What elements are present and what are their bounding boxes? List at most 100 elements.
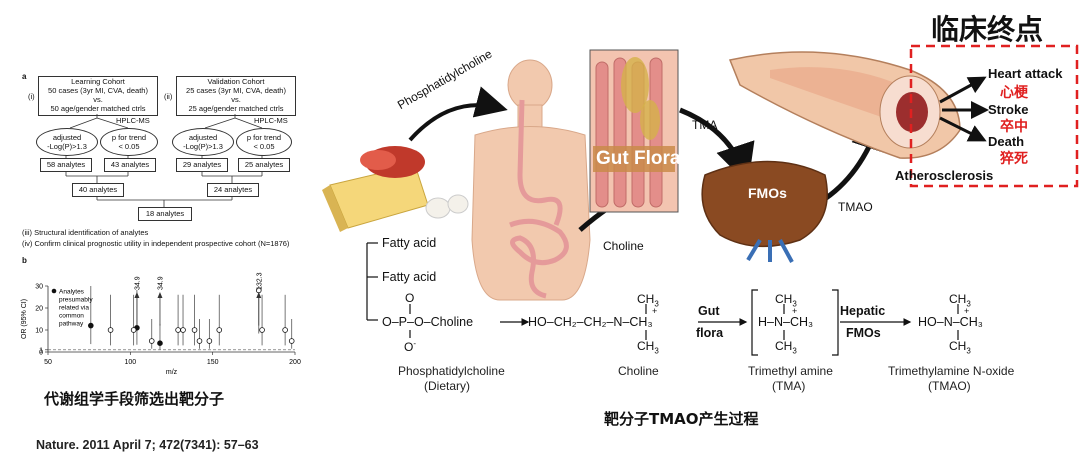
- outcome-box: [909, 44, 1079, 188]
- choline-formula: HO–CH₂–CH₂–N–CH₃: [528, 315, 653, 329]
- legend-text: presumably: [59, 297, 93, 304]
- data-point-filled: [88, 322, 94, 329]
- trend-text3: p for trend: [246, 133, 282, 142]
- phosphate-o-bottom: O-: [404, 339, 416, 354]
- data-point-open: [259, 327, 265, 333]
- data-point-open: [288, 338, 295, 344]
- ch-4: CH: [775, 339, 793, 353]
- learning-num: (i): [28, 92, 35, 101]
- cap-tma: Trimethyl amine: [748, 364, 833, 378]
- x-tick-label: 100: [124, 359, 136, 366]
- cap-tma-b: (TMA): [772, 379, 806, 393]
- outcome-heart-cn: 心梗: [1000, 85, 1028, 101]
- tma-label: TMA: [692, 118, 718, 132]
- data-point-open: [206, 338, 213, 344]
- tma-formula: H–N–CH₃: [758, 315, 814, 329]
- sub-2: 3: [654, 346, 659, 356]
- count-58: 58 analytes: [40, 158, 92, 172]
- count-29: 29 analytes: [176, 158, 228, 172]
- tma-ch3-top: CH3: [775, 292, 797, 308]
- tmao-formula: HO–N–CH₃: [918, 315, 983, 329]
- outcome-death: Death: [988, 134, 1025, 149]
- data-point-open: [196, 338, 203, 344]
- count-40: 40 analytes: [72, 183, 124, 197]
- flowchart-connectors: [65, 114, 263, 207]
- x-tick-label: 50: [44, 359, 52, 366]
- peak-arrow-1-head: [134, 292, 140, 298]
- note-iv: (iv) Confirm clinical prognostic utility…: [22, 239, 290, 248]
- heart-arrow: [939, 76, 987, 104]
- tma-plus: +: [792, 306, 798, 316]
- outcome-death-cn: 猝死: [1000, 151, 1028, 167]
- left-caption-cn: 代谢组学手段筛选出靶分子: [44, 390, 225, 408]
- y-tick-label: 1: [39, 347, 43, 354]
- legend-text: Analytes: [59, 289, 85, 296]
- legend-text: common: [59, 313, 84, 320]
- y-tick-label: 10: [35, 328, 43, 335]
- x-tick-label: 200: [289, 359, 301, 366]
- y-tick-label: 20: [35, 306, 43, 313]
- data-point-open: [130, 327, 137, 333]
- cap-tmao-b: (TMAO): [928, 379, 971, 393]
- validation-cohort-box: Validation Cohort 25 cases (3yr MI, CVA,…: [176, 76, 296, 116]
- flora-bacteria: [621, 57, 660, 140]
- fatty-acid-2: Fatty acid: [382, 270, 437, 284]
- y-axis-title: OR (95% CI): [21, 299, 28, 339]
- data-point-open: [148, 338, 155, 344]
- athero-label: Atherosclerosis: [895, 168, 994, 183]
- data-point-filled: [157, 340, 163, 346]
- note-iii: (iii) Structural identification of analy…: [22, 228, 149, 237]
- sub-6: 3: [966, 346, 971, 356]
- citation: Nature. 2011 April 7; 472(7341): 57–63: [36, 438, 259, 452]
- x-tick-label: 150: [207, 359, 219, 366]
- data-point-open: [180, 327, 186, 333]
- peak-arrow-1-label: 34.9: [134, 276, 141, 290]
- validation-line2: vs.: [231, 95, 241, 104]
- data-point-open: [175, 327, 181, 333]
- count-25: 25 analytes: [238, 158, 290, 172]
- peak-arrow-3-head: [256, 292, 262, 298]
- sub-5: 3: [966, 299, 971, 309]
- digestive-tract: [509, 99, 569, 299]
- food-eggs: [425, 194, 469, 219]
- ch-3: CH: [775, 292, 793, 306]
- learning-line1: 50 cases (3yr MI, CVA, death): [48, 86, 148, 95]
- learning-line2: vs.: [93, 95, 103, 104]
- fmos-label: FMOs: [748, 185, 787, 201]
- cap-dietary: (Dietary): [424, 379, 471, 393]
- fatty-acid-1: Fatty acid: [382, 236, 437, 250]
- trend-text4: < 0.05: [253, 142, 275, 151]
- sub-4: 3: [792, 346, 797, 356]
- ch-6: CH: [949, 339, 967, 353]
- cap-tmao: Trimethylamine N-oxide: [888, 364, 1015, 378]
- count-43: 43 analytes: [104, 158, 156, 172]
- legend-text: pathway: [59, 321, 84, 328]
- liver-vessels: [746, 238, 794, 263]
- sub-3: 3: [792, 299, 797, 309]
- panel-b-label: b: [22, 256, 27, 265]
- food-lobster: [360, 150, 396, 170]
- tmao-ch3-bottom: CH3: [949, 339, 971, 355]
- cap-choline: Choline: [618, 364, 659, 378]
- chem-lines: [366, 242, 959, 356]
- adj-text3: adjusted: [188, 133, 218, 142]
- trend-text2: < 0.05: [118, 142, 140, 151]
- peak-arrow-3-label: 132.3: [256, 272, 263, 290]
- learning-title: Learning Cohort: [71, 77, 125, 86]
- hplc-label-left: HPLC-MS: [116, 116, 150, 125]
- choline-ch3-top: CH3: [637, 292, 659, 308]
- phospha-arrow: [408, 86, 508, 142]
- data-point-open: [216, 327, 223, 333]
- ch-5: CH: [949, 292, 967, 306]
- hepatic-label: Hepatic: [840, 304, 886, 318]
- choline-plus: +: [652, 306, 658, 316]
- legend-text: related via: [59, 305, 89, 312]
- o-minus-sign: -: [413, 339, 417, 348]
- ch-2: CH: [637, 339, 655, 353]
- tmao-pathway-illustration: [322, 44, 1079, 356]
- pc-formula: O–P–O–Choline: [382, 315, 474, 329]
- cap-phospha: Phosphatidylcholine: [398, 364, 505, 378]
- adj-text2: -Log(P)>1.3: [47, 142, 87, 151]
- title-cn: 临床终点: [931, 13, 1044, 46]
- choline-ch3-bottom: CH3: [637, 339, 659, 355]
